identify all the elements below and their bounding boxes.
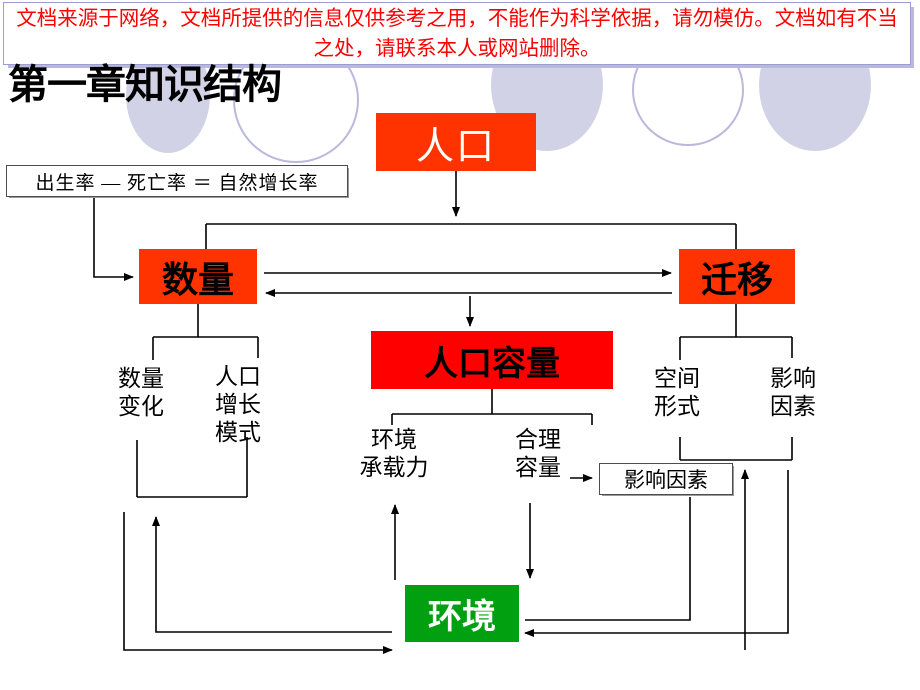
node-population[interactable]: 人口 <box>376 113 536 171</box>
wire-migration-to-env <box>524 470 789 637</box>
node-environment[interactable]: 环境 <box>405 585 519 642</box>
label-influence-factors: 影响 因素 <box>770 366 816 420</box>
box-natural-growth-formula: 出生率 — 死亡率 ＝ 自然增长率 <box>6 165 348 197</box>
box-influence-factors: 影响因素 <box>599 463 733 495</box>
wire-migration-merge <box>679 437 793 461</box>
label-quantity-change: 数量 变化 <box>118 366 164 420</box>
node-migration[interactable]: 迁移 <box>679 249 795 304</box>
page-title: 第一章知识结构 <box>8 62 282 108</box>
wire-capacity-branch <box>391 389 593 425</box>
node-quantity[interactable]: 数量 <box>139 249 257 304</box>
label-reasonable-capacity: 合理 容量 <box>515 427 561 481</box>
node-population-capacity[interactable]: 人口容量 <box>371 331 613 389</box>
label-carrying-capacity: 环境 承载力 <box>359 427 429 481</box>
wire-env-to-quantity <box>152 516 392 633</box>
wire-env-right-in <box>525 497 691 621</box>
wire-quantity-merge <box>136 437 248 498</box>
wire-split-bar <box>205 223 737 249</box>
wire-formula-to-quantity <box>93 197 134 281</box>
wire-migration-branch <box>679 304 793 360</box>
label-spatial-form: 空间 形式 <box>654 366 700 420</box>
wire-quantity-branch <box>152 304 259 360</box>
wire-quantity-to-env <box>123 512 393 654</box>
label-growth-mode: 人口 增长 模式 <box>215 364 261 446</box>
